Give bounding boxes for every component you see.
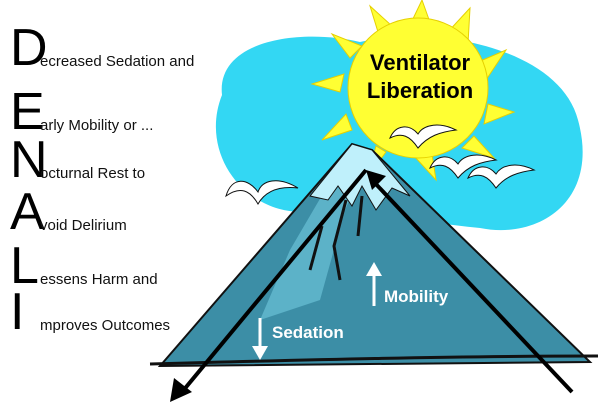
sun-label-line2: Liberation <box>367 78 473 103</box>
bird-1 <box>225 180 299 206</box>
acronym-letter: I <box>10 283 25 341</box>
acronym-row-n: N octurnal Rest to <box>10 134 145 186</box>
sedation-label: Sedation <box>272 323 344 342</box>
acronym-text: void Delirium <box>40 217 127 234</box>
acronym-letter: A <box>10 183 45 241</box>
path-descent-line <box>180 168 368 394</box>
acronym-text: arly Mobility or ... <box>40 117 154 134</box>
path-descent-arrowhead <box>170 378 192 402</box>
acronym-letter: E <box>10 83 45 141</box>
acronym-row-l: L essens Harm and <box>10 240 158 292</box>
bird-3 <box>429 154 498 179</box>
acronym-row-i: I mproves Outcomes <box>10 286 170 338</box>
sun-label-line1: Ventilator <box>370 50 471 75</box>
mountain-crevasses <box>308 195 364 281</box>
acronym-text: essens Harm and <box>40 271 158 288</box>
path-ascent-line <box>372 180 574 394</box>
acronym-text: octurnal Rest to <box>40 165 146 182</box>
mobility-arrow <box>366 262 382 306</box>
acronym-row-e: E arly Mobility or ... <box>10 86 153 138</box>
acronym-letter: N <box>10 131 48 189</box>
acronym-text: mproves Outcomes <box>40 317 171 334</box>
birds <box>225 124 536 206</box>
acronym-letter: L <box>10 237 39 295</box>
bird-2 <box>389 124 458 149</box>
mobility-label: Mobility <box>384 287 449 306</box>
sedation-arrow <box>252 318 268 360</box>
sun <box>347 17 489 159</box>
acronym-letter: D <box>10 19 48 77</box>
acronym-text: ecreased Sedation and <box>40 53 195 70</box>
bird-4 <box>467 164 536 189</box>
acronym-row-d: D ecreased Sedation and <box>10 22 194 74</box>
acronym-row-a: A void Delirium <box>10 186 127 238</box>
path-ascent-arrowhead <box>366 170 386 190</box>
